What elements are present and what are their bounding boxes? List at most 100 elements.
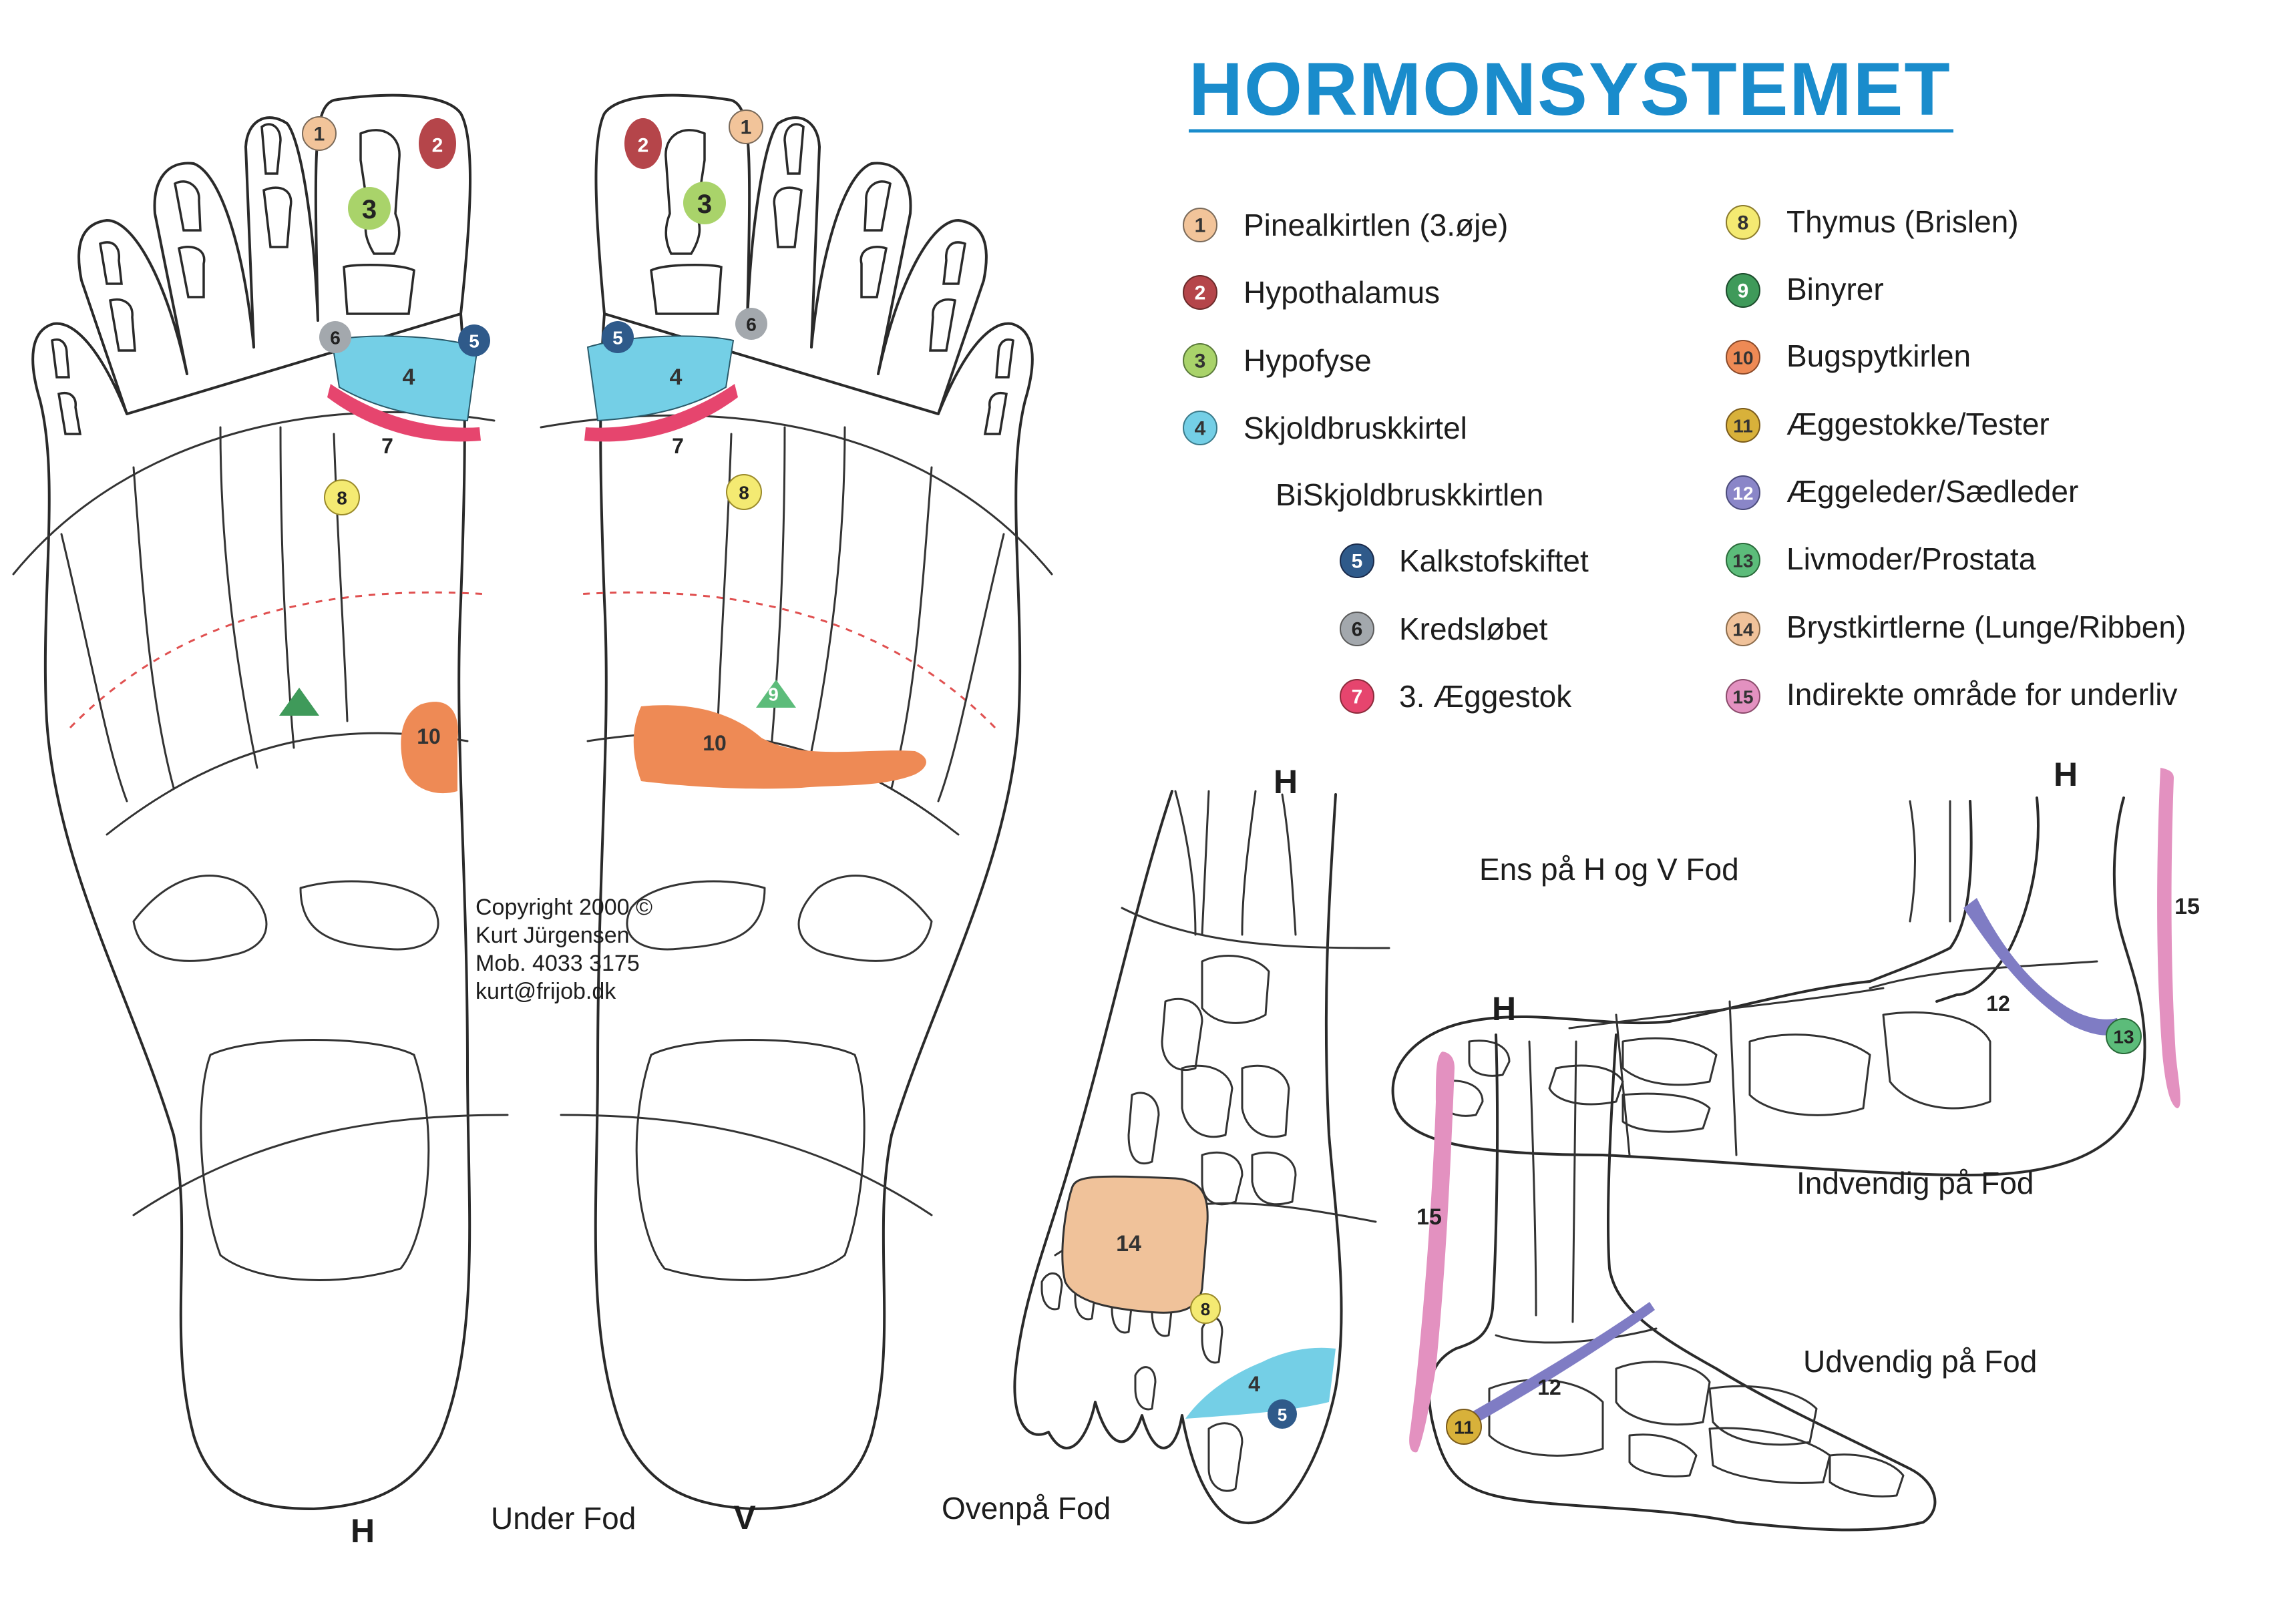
caption-ens: Ens på H og V Fod — [1479, 852, 1739, 887]
sole-right-zone-10-pancreas — [633, 705, 926, 789]
sole-left-zone-10-pancreas — [401, 702, 458, 794]
top-foot-outline — [1013, 790, 1343, 1525]
legend-label-14: Brystkirtlerne (Lunge/Ribben) — [1786, 610, 2186, 644]
legend-item-13: 13 Livmoder/Prostata — [1726, 541, 2036, 578]
top-foot-marker-5 — [1268, 1399, 1297, 1429]
legend-marker-14-num: 14 — [1732, 620, 1754, 640]
sole-right-marker-3-num: 3 — [697, 190, 712, 219]
legend-marker-9-num: 9 — [1738, 280, 1749, 302]
legend-item-7: 7 3. Æggestok — [1340, 679, 1572, 714]
outside-foot-bones — [1488, 1040, 1905, 1498]
sole-left-marker-1-num: 1 — [314, 124, 325, 146]
sole-left-marker-9-num: 9 — [310, 688, 321, 708]
legend-item-14: 14 Brystkirtlerne (Lunge/Ribben) — [1726, 610, 2186, 646]
legend-marker-11 — [1726, 408, 1760, 443]
sole-left-label-10: 10 — [417, 724, 441, 748]
caption-v-right: V — [733, 1499, 756, 1536]
top-foot-marker-5-num: 5 — [1278, 1405, 1287, 1425]
legend-item-12: 12 Æggeleder/Sædleder — [1726, 474, 2078, 510]
sole-left-marker-1 — [302, 116, 337, 151]
outside-foot-marker-11-num: 11 — [1454, 1417, 1474, 1438]
sole-left-marker-5 — [458, 324, 490, 357]
sole-right-marker-2 — [624, 118, 662, 169]
outside-foot-zone-15 — [1409, 1052, 1455, 1453]
sole-right-marker-5-num: 5 — [612, 328, 623, 349]
caption-h-inside: H — [2054, 756, 2078, 793]
sole-right-label-4: 4 — [670, 365, 683, 390]
sole-left-label-4: 4 — [403, 365, 415, 390]
legend-label-11: Æggestokke/Tester — [1786, 407, 2050, 441]
outside-foot-marker-11 — [1446, 1409, 1482, 1445]
sole-right-dashed-line — [577, 591, 996, 729]
top-foot-label-4: 4 — [1248, 1372, 1260, 1396]
caption-ovenpaa-fod: Ovenpå Fod — [942, 1491, 1111, 1526]
top-foot-label-14: 14 — [1116, 1231, 1141, 1256]
legend-label-2: Hypothalamus — [1243, 275, 1440, 310]
legend-marker-1 — [1183, 208, 1217, 242]
copyright-line-2: Kurt Jürgensen — [475, 923, 630, 948]
legend-label-15: Indirekte område for underliv — [1786, 677, 2178, 712]
legend-marker-10-num: 10 — [1732, 348, 1753, 369]
sole-left-bones — [51, 123, 439, 1281]
outside-foot-zone-12 — [1466, 1302, 1655, 1425]
legend-marker-13 — [1726, 543, 1760, 578]
sole-left-marker-6-num: 6 — [330, 328, 341, 349]
legend-marker-2 — [1183, 275, 1217, 310]
sole-right-label-7: 7 — [672, 434, 684, 458]
legend-marker-15 — [1726, 679, 1760, 714]
sole-left-marker-5-num: 5 — [469, 331, 480, 352]
legend-marker-5-num: 5 — [1352, 551, 1363, 573]
legend-item-1: 1 Pinealkirtlen (3.øje) — [1183, 208, 1508, 242]
inside-foot-line — [1869, 960, 2098, 989]
sole-left-marker-9 — [279, 688, 319, 716]
sole-left-foot: 4 7 1 2 3 6 5 8 9 10 — [12, 93, 509, 1510]
caption-under-fod: Under Fod — [491, 1501, 636, 1536]
sole-right-marker-1 — [729, 109, 763, 144]
legend-marker-4-num: 4 — [1195, 418, 1206, 440]
sole-left-marker-3-num: 3 — [362, 195, 377, 224]
legend-item-5: 5 Kalkstofskiftet — [1340, 543, 1589, 578]
top-foot-zone-4-thyroid — [1185, 1347, 1336, 1419]
caption-h-left: H — [351, 1512, 375, 1550]
legend-marker-3-num: 3 — [1195, 351, 1206, 373]
top-foot-line-1 — [1121, 907, 1390, 949]
legend-subheading: BiSkjoldbruskkirtlen — [1276, 477, 1543, 512]
legend-item-10: 10 Bugspytkirlen — [1726, 338, 1971, 375]
caption-h-outside: H — [1492, 990, 1516, 1027]
legend-marker-6 — [1340, 612, 1374, 646]
outside-foot: 12 11 15 — [1409, 1033, 1937, 1532]
legend-marker-8 — [1726, 205, 1760, 240]
sole-right-marker-9-num: 9 — [768, 684, 779, 705]
legend-marker-3 — [1183, 343, 1217, 378]
sole-right-marker-6-num: 6 — [746, 314, 757, 335]
legend-marker-8-num: 8 — [1738, 212, 1749, 234]
outside-foot-label-12: 12 — [1537, 1375, 1561, 1399]
title-block: HORMONSYSTEMET — [1189, 47, 1953, 133]
inside-foot-zone-12 — [1963, 898, 2120, 1036]
legend-label-12: Æggeleder/Sædleder — [1786, 474, 2078, 509]
legend-item-8: 8 Thymus (Brislen) — [1726, 204, 2019, 240]
legend-marker-6-num: 6 — [1352, 619, 1363, 641]
top-foot-marker-8 — [1190, 1293, 1221, 1324]
legend-marker-2-num: 2 — [1195, 282, 1206, 304]
caption-udvendig: Udvendig på Fod — [1803, 1344, 2037, 1379]
sole-left-label-7: 7 — [381, 434, 393, 458]
sole-right-bones — [626, 123, 1014, 1281]
copyright-block: Copyright 2000 © Kurt Jürgensen Mob. 403… — [475, 895, 652, 1004]
legend-marker-12-num: 12 — [1732, 483, 1753, 504]
sole-right-marker-8 — [726, 474, 762, 510]
legend-label-8: Thymus (Brislen) — [1786, 204, 2019, 239]
sole-left-marker-6 — [319, 321, 351, 353]
legend-marker-12 — [1726, 475, 1760, 510]
legend: 1 Pinealkirtlen (3.øje) 2 Hypothalamus 3… — [1183, 204, 2186, 714]
inside-foot: 12 13 15 — [1391, 768, 2200, 1176]
legend-label-7: 3. Æggestok — [1399, 679, 1572, 714]
sole-right-marker-2-num: 2 — [638, 135, 649, 157]
legend-marker-13-num: 13 — [1732, 551, 1753, 571]
legend-marker-5 — [1340, 543, 1374, 578]
sole-right-marker-9 — [756, 680, 796, 708]
legend-marker-7 — [1340, 679, 1374, 714]
sole-right-marker-3 — [683, 182, 726, 224]
outside-foot-outline — [1428, 1033, 1937, 1532]
